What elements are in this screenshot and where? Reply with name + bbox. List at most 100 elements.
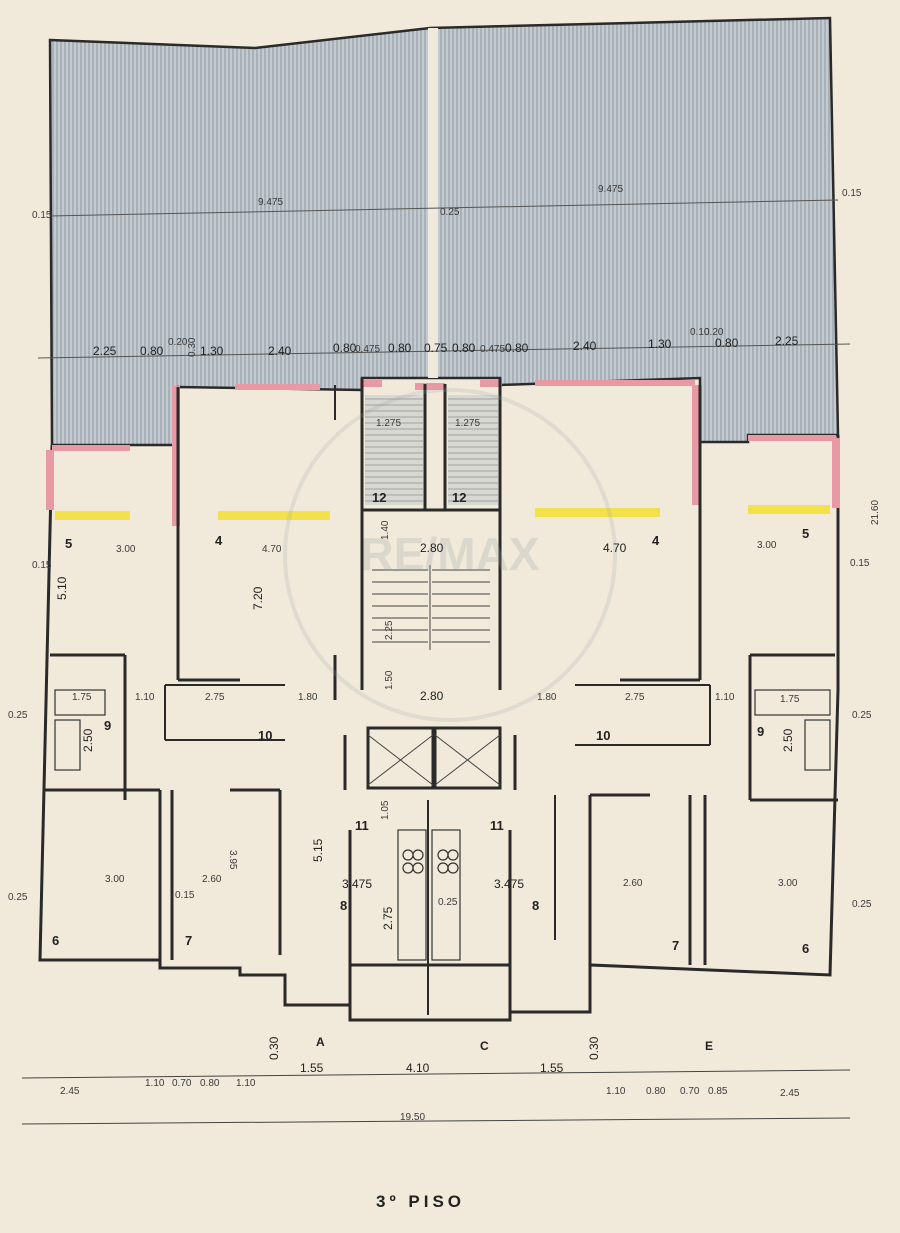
dim: 3.475 (494, 877, 524, 891)
dim: 2.50 (781, 728, 795, 752)
dim: 9.475 (598, 184, 623, 195)
dim: 1.80 (298, 692, 318, 703)
dim: 1.10 (135, 692, 155, 703)
dim: 0.80 (140, 344, 164, 358)
grid-label: A (316, 1035, 325, 1049)
dim: 1.275 (376, 418, 401, 429)
dim: 3.00 (116, 544, 136, 555)
dim: 2.25 (384, 620, 395, 640)
dim: 0.70 (680, 1086, 700, 1097)
dim: 5.15 (311, 838, 325, 862)
grid-label: C (480, 1039, 489, 1053)
dim: 0.80 (333, 341, 357, 355)
dim: 4.70 (262, 544, 282, 555)
stairs (365, 395, 501, 786)
beams (55, 505, 830, 520)
room-number: 8 (532, 898, 539, 913)
dim: 0.15 (32, 210, 52, 221)
terrace-dimensions: 9.475 0.25 9.475 0.15 0.15 (32, 184, 862, 221)
dim: 0.10 (690, 327, 710, 338)
dim: 2.45 (60, 1086, 80, 1097)
dim: 1.80 (537, 692, 557, 703)
dim: 1.55 (540, 1061, 564, 1075)
dim: 0.20 (168, 337, 188, 348)
dim: 2.50 (81, 728, 95, 752)
dim: 1.40 (380, 520, 391, 540)
dim: 2.75 (625, 692, 645, 703)
room-number: 7 (672, 938, 679, 953)
bottom-dimensions (21, 1069, 851, 1125)
dim: 7.20 (251, 586, 265, 610)
room-number: 10 (596, 728, 610, 743)
room-number: 6 (52, 933, 59, 948)
interior-dimensions: 1.275 1.275 3.00 4.70 2.80 4.70 3.00 5.1… (55, 418, 800, 930)
dim: 1.30 (648, 337, 672, 351)
room-number: 11 (355, 818, 369, 833)
overall-width: 19.50 (400, 1112, 425, 1123)
dim: 0.25 (8, 892, 28, 903)
room-number: 11 (490, 818, 504, 833)
dim: 1.10 (606, 1086, 626, 1097)
dim: 1.275 (455, 418, 480, 429)
dim: 2.25 (93, 344, 117, 358)
dim: 0.80 (505, 341, 529, 355)
dim: 2.75 (205, 692, 225, 703)
watermark-text: RE/MAX (361, 528, 540, 580)
plan-title: 3º PISO (376, 1192, 465, 1211)
dim: 1.50 (384, 670, 395, 690)
room-number: 12 (452, 490, 466, 505)
dim: 0.15 (850, 558, 870, 569)
dim: 0.25 (438, 897, 458, 908)
dim: 1.10 (236, 1078, 256, 1089)
dim: 0.85 (708, 1086, 728, 1097)
dim: 1.55 (300, 1061, 324, 1075)
side-dimensions: 0.15 0.25 0.25 0.25 0.25 0.15 21.60 (8, 500, 881, 910)
dim: 3.00 (778, 878, 798, 889)
room-number: 5 (802, 526, 809, 541)
top-dimension-chain: 2.25 0.80 0.20 0.30 1.30 2.40 0.80 0.475… (93, 327, 799, 358)
dim: 2.80 (420, 541, 444, 555)
dim: 3.475 (342, 877, 372, 891)
dim: 0.80 (200, 1078, 220, 1089)
room-number: 4 (215, 533, 223, 548)
dim: 0.30 (267, 1036, 281, 1060)
room-number: 12 (372, 490, 386, 505)
dim: 9.475 (258, 197, 283, 208)
grid-labels: A C E (316, 1035, 713, 1053)
interior-walls (45, 378, 838, 1015)
dim: 3.95 (227, 850, 238, 870)
dim: 1.05 (380, 800, 391, 820)
dim: 2.25 (775, 334, 799, 348)
dim: 0.80 (715, 336, 739, 350)
dim: 0.75 (424, 341, 448, 355)
kitchen-fixtures (54, 689, 831, 961)
grid-label: E (705, 1039, 713, 1053)
dim: 1.10 (145, 1078, 165, 1089)
dim: 0.20 (704, 327, 724, 338)
dim: 4.70 (603, 541, 627, 555)
dim: 2.45 (780, 1088, 800, 1099)
dim: 1.30 (200, 344, 224, 358)
room-number: 5 (65, 536, 72, 551)
room-number: 8 (340, 898, 347, 913)
room-number: 6 (802, 941, 809, 956)
dim: 0.15 (32, 560, 52, 571)
dim: 21.60 (870, 500, 881, 525)
dim: 0.25 (852, 899, 872, 910)
dim: 2.40 (573, 339, 597, 353)
dim: 0.30 (587, 1036, 601, 1060)
dim: 0.15 (175, 890, 195, 901)
dim: 0.80 (646, 1086, 666, 1097)
dim: 2.75 (381, 906, 395, 930)
dim: 2.80 (420, 689, 444, 703)
dim: 3.00 (105, 874, 125, 885)
dim: 2.60 (202, 874, 222, 885)
room-number: 4 (652, 533, 660, 548)
dim: 0.80 (388, 341, 412, 355)
dim: 5.10 (55, 576, 69, 600)
terrace-area (37, 16, 851, 447)
dim: 0.475 (355, 344, 380, 355)
dim: 4.10 (406, 1061, 430, 1075)
dim: 0.80 (452, 341, 476, 355)
